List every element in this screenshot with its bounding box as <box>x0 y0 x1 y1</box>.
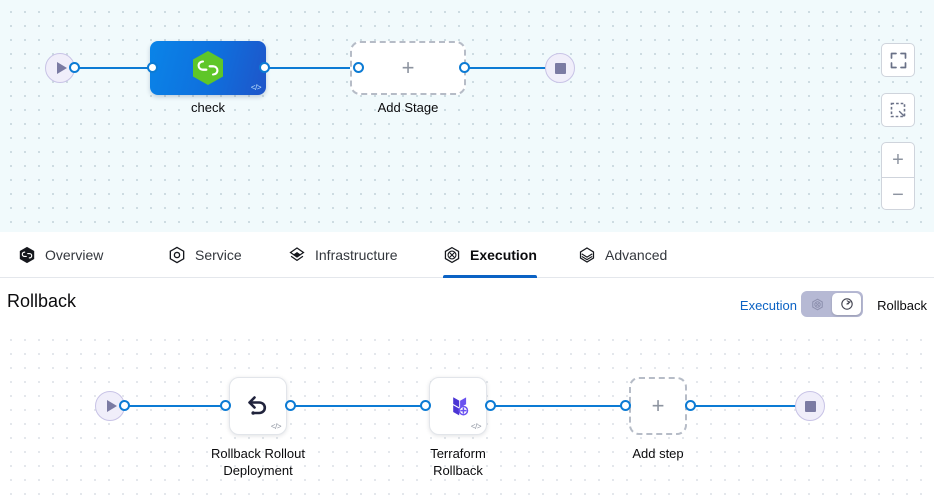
zoom-in-button[interactable]: + <box>882 143 914 178</box>
code-badge-icon: </> <box>270 422 282 431</box>
tab-service-label: Service <box>195 247 242 263</box>
plus-icon: + <box>651 393 665 418</box>
port-step2-out[interactable] <box>485 400 496 411</box>
port-start-out[interactable] <box>119 400 130 411</box>
toggle-label-rollback[interactable]: Rollback <box>877 298 927 313</box>
toggle-option-execution[interactable] <box>803 293 832 315</box>
play-icon <box>106 400 117 412</box>
tab-advanced[interactable]: Advanced <box>578 232 667 278</box>
end-node[interactable] <box>795 391 825 421</box>
pipeline-tabs: Overview Service Infrastructure Exe <box>0 232 934 278</box>
step-label-rollback-rollout-deployment: Rollback Rollout Deployment <box>211 446 305 478</box>
page-title: Rollback <box>7 291 77 311</box>
stop-icon <box>554 62 566 74</box>
marquee-select-button[interactable] <box>881 93 915 127</box>
port-addstage-out[interactable] <box>459 62 470 73</box>
tab-execution[interactable]: Execution <box>443 232 537 278</box>
harness-hexagon-icon <box>19 246 35 264</box>
port-start-out[interactable] <box>69 62 80 73</box>
port-addstep-out[interactable] <box>685 400 696 411</box>
tab-infrastructure[interactable]: Infrastructure <box>288 232 397 278</box>
edge-addstage-to-end <box>462 67 556 69</box>
infrastructure-layers-icon <box>289 247 305 262</box>
advanced-layers-icon <box>579 247 595 263</box>
service-hexagon-icon <box>169 246 185 264</box>
stage-label-check: check <box>191 100 225 115</box>
port-check-out[interactable] <box>259 62 270 73</box>
code-badge-icon: </> <box>250 83 262 92</box>
edge-start-to-rollback-step <box>122 405 232 407</box>
edge-step1-to-step2 <box>288 405 434 407</box>
harness-hexagon-icon <box>193 51 223 85</box>
add-step-label: Add step <box>632 446 684 461</box>
fit-to-screen-button[interactable] <box>881 43 915 77</box>
step-node-terraform-rollback[interactable]: </> <box>429 377 487 435</box>
execution-icon <box>812 298 823 310</box>
tab-advanced-label: Advanced <box>605 247 668 263</box>
execution-icon <box>444 246 460 264</box>
tab-service[interactable]: Service <box>168 232 242 278</box>
start-node[interactable] <box>95 391 125 421</box>
rollback-header: Rollback Execution Rollback <box>0 278 934 330</box>
tab-overview[interactable]: Overview <box>18 232 103 278</box>
zoom-controls: + − <box>881 142 915 210</box>
tab-infrastructure-label: Infrastructure <box>315 247 398 263</box>
port-step1-out[interactable] <box>285 400 296 411</box>
toggle-label-execution[interactable]: Execution <box>739 298 797 313</box>
port-addstep-in[interactable] <box>620 400 631 411</box>
port-addstage-in[interactable] <box>353 62 364 73</box>
stage-canvas[interactable]: </> check + Add Stage + <box>0 0 934 232</box>
rollback-arrow-icon <box>248 396 267 415</box>
edge-start-to-check <box>72 67 154 69</box>
code-badge-icon: </> <box>470 422 482 431</box>
stop-icon <box>804 400 816 412</box>
add-stage-button[interactable]: + <box>350 41 466 95</box>
fullscreen-icon <box>890 52 906 68</box>
port-check-in[interactable] <box>147 62 158 73</box>
add-step-button[interactable]: + <box>629 377 687 435</box>
edge-addstep-to-end <box>688 405 806 407</box>
step-label-terraform-rollback: Terraform Rollback <box>430 446 486 478</box>
port-step1-in[interactable] <box>220 400 231 411</box>
add-stage-label: Add Stage <box>377 100 439 115</box>
execution-rollback-toggle[interactable] <box>801 291 863 317</box>
active-tab-underline <box>443 275 537 278</box>
toggle-option-rollback[interactable] <box>832 293 861 315</box>
play-icon <box>56 62 67 74</box>
port-step2-in[interactable] <box>420 400 431 411</box>
dashed-square-icon <box>890 102 906 118</box>
rollback-canvas[interactable]: </> Rollback Rollout Deployment </> Terr… <box>0 330 934 500</box>
stage-node-check[interactable]: </> <box>150 41 266 95</box>
edge-step2-to-addstep <box>488 405 634 407</box>
terraform-icon <box>453 397 469 416</box>
rollback-arrow-icon <box>840 298 853 310</box>
tab-overview-label: Overview <box>45 247 104 263</box>
step-node-rollback-rollout-deployment[interactable]: </> <box>229 377 287 435</box>
plus-icon: + <box>401 55 415 80</box>
tab-execution-label: Execution <box>470 247 537 263</box>
end-node[interactable] <box>545 53 575 83</box>
zoom-out-button[interactable]: − <box>892 183 904 206</box>
edge-check-to-addstage <box>262 67 356 69</box>
